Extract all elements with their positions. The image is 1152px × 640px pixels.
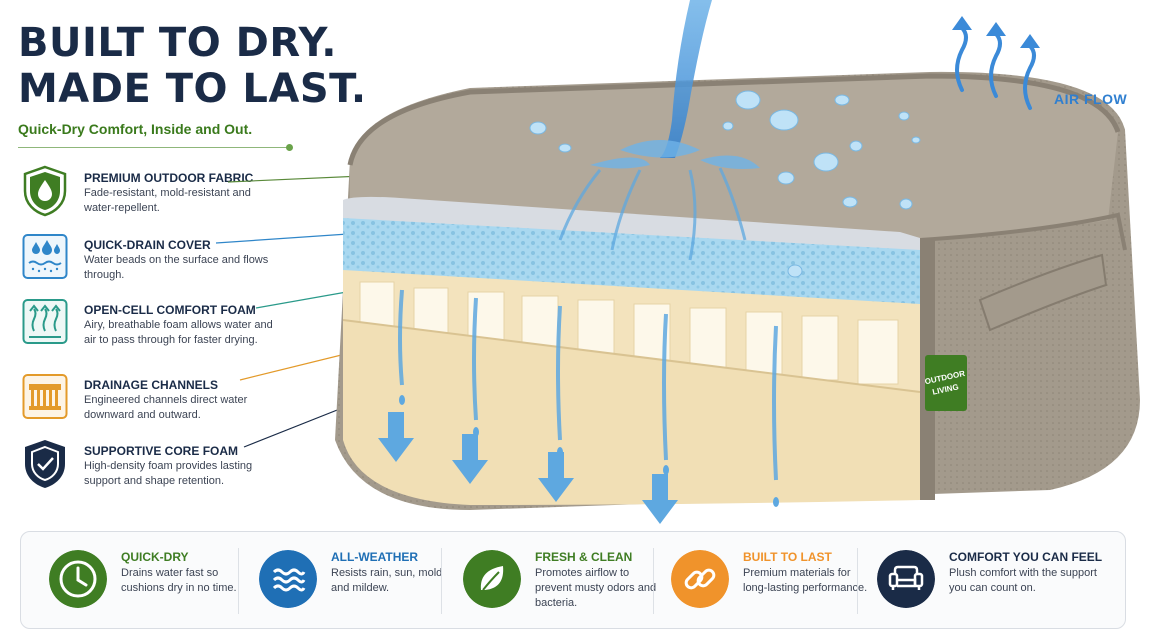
feature-title: PREMIUM OUTDOOR FABRIC bbox=[84, 171, 254, 185]
headline: BUILT TO DRY. MADE TO LAST. bbox=[18, 20, 367, 112]
cushion-cross-section-illustration: OUTDOOR LIVING bbox=[335, 0, 1140, 524]
water-rivulets bbox=[558, 167, 747, 261]
feature-premium-outdoor-fabric: PREMIUM OUTDOOR FABRIC Fade-resistant, m… bbox=[22, 165, 322, 225]
feature-title: SUPPORTIVE CORE FOAM bbox=[84, 444, 239, 458]
benefit-title: QUICK-DRY bbox=[121, 550, 189, 564]
waves-icon bbox=[259, 550, 317, 608]
benefit-quick-dry: QUICK-DRY Drains water fast so cushions … bbox=[43, 532, 253, 628]
down-arrow-icon bbox=[378, 412, 414, 462]
water-droplets-icon bbox=[22, 234, 68, 279]
feature-title: QUICK-DRAIN COVER bbox=[84, 238, 211, 252]
air-flow-label: AIR FLOW bbox=[1054, 91, 1128, 107]
feature-drainage-channels: DRAINAGE CHANNELS Engineered channels di… bbox=[22, 372, 322, 432]
headline-line-2: MADE TO LAST. bbox=[18, 66, 367, 112]
down-arrow-icon bbox=[538, 452, 574, 502]
benefit-separator bbox=[441, 548, 442, 614]
drainage-down-arrows bbox=[378, 412, 678, 524]
surface-water-droplets bbox=[529, 90, 921, 278]
benefit-title: BUILT TO LAST bbox=[743, 550, 832, 564]
fabric-piping-side bbox=[919, 212, 1127, 251]
benefit-description: Promotes airflow to prevent musty odors … bbox=[535, 567, 657, 609]
down-arrow-icon bbox=[642, 474, 678, 524]
feature-title: DRAINAGE CHANNELS bbox=[84, 378, 219, 392]
feature-open-cell-comfort-foam: OPEN-CELL COMFORT FOAM Airy, breathable … bbox=[22, 297, 322, 357]
benefit-description: Premium materials for long-lasting perfo… bbox=[743, 567, 868, 594]
benefit-built-to-last: BUILT TO LAST Premium materials for long… bbox=[665, 532, 875, 628]
benefit-title: COMFORT YOU CAN FEEL bbox=[949, 550, 1103, 564]
benefit-description: Resists rain, sun, mold and mildew. bbox=[331, 567, 443, 594]
leaf-icon bbox=[463, 550, 521, 608]
air-flow-arrows-icon bbox=[955, 26, 1036, 110]
headline-line-1: BUILT TO DRY. bbox=[18, 20, 337, 66]
feature-supportive-core-foam: SUPPORTIVE CORE FOAM High-density foam p… bbox=[22, 438, 322, 498]
water-drop-shield-icon bbox=[23, 165, 67, 217]
subheadline-divider-dot bbox=[286, 144, 293, 151]
down-arrow-icon bbox=[452, 434, 488, 484]
water-splash bbox=[590, 140, 760, 169]
feature-description: Fade-resistant, mold-resistant and water… bbox=[84, 187, 251, 214]
airflow-arrows-icon bbox=[22, 299, 68, 344]
cushion-handle bbox=[978, 253, 1108, 332]
subheadline: Quick-Dry Comfort, Inside and Out. bbox=[18, 121, 253, 137]
channel-water-drips bbox=[398, 289, 778, 481]
feature-description: Engineered channels direct water downwar… bbox=[84, 394, 248, 421]
feature-title: OPEN-CELL COMFORT FOAM bbox=[84, 303, 256, 317]
benefit-title: FRESH & CLEAN bbox=[535, 550, 633, 564]
benefit-separator bbox=[653, 548, 654, 614]
benefit-all-weather: ALL-WEATHER Resists rain, sun, mold and … bbox=[253, 532, 463, 628]
chain-link-icon bbox=[671, 550, 729, 608]
subheadline-divider bbox=[18, 147, 288, 148]
feature-quick-drain-cover: QUICK-DRAIN COVER Water beads on the sur… bbox=[22, 232, 322, 292]
feature-description: Water beads on the surface and flows thr… bbox=[84, 254, 269, 281]
benefits-bar: QUICK-DRY Drains water fast so cushions … bbox=[20, 531, 1126, 629]
support-shield-icon bbox=[25, 440, 65, 488]
pouring-water-stream bbox=[660, 0, 712, 158]
feature-description: High-density foam provides lasting suppo… bbox=[84, 460, 253, 487]
benefit-fresh-and-clean: FRESH & CLEAN Promotes airflow to preven… bbox=[457, 532, 667, 628]
benefit-description: Plush comfort with the support you can c… bbox=[949, 567, 1097, 594]
benefit-separator bbox=[857, 548, 858, 614]
benefit-comfort-you-can-feel: COMFORT YOU CAN FEEL Plush comfort with … bbox=[871, 532, 1121, 628]
outdoor-living-badge bbox=[925, 355, 967, 411]
fabric-piping-edge bbox=[347, 73, 1121, 166]
sofa-icon bbox=[877, 550, 935, 608]
benefit-description: Drains water fast so cushions dry in no … bbox=[121, 567, 237, 594]
feature-description: Airy, breathable foam allows water and a… bbox=[84, 319, 273, 346]
clock-icon bbox=[49, 550, 107, 608]
drainage-channels-icon bbox=[22, 374, 68, 419]
benefit-separator bbox=[238, 548, 239, 614]
benefit-title: ALL-WEATHER bbox=[331, 550, 419, 564]
